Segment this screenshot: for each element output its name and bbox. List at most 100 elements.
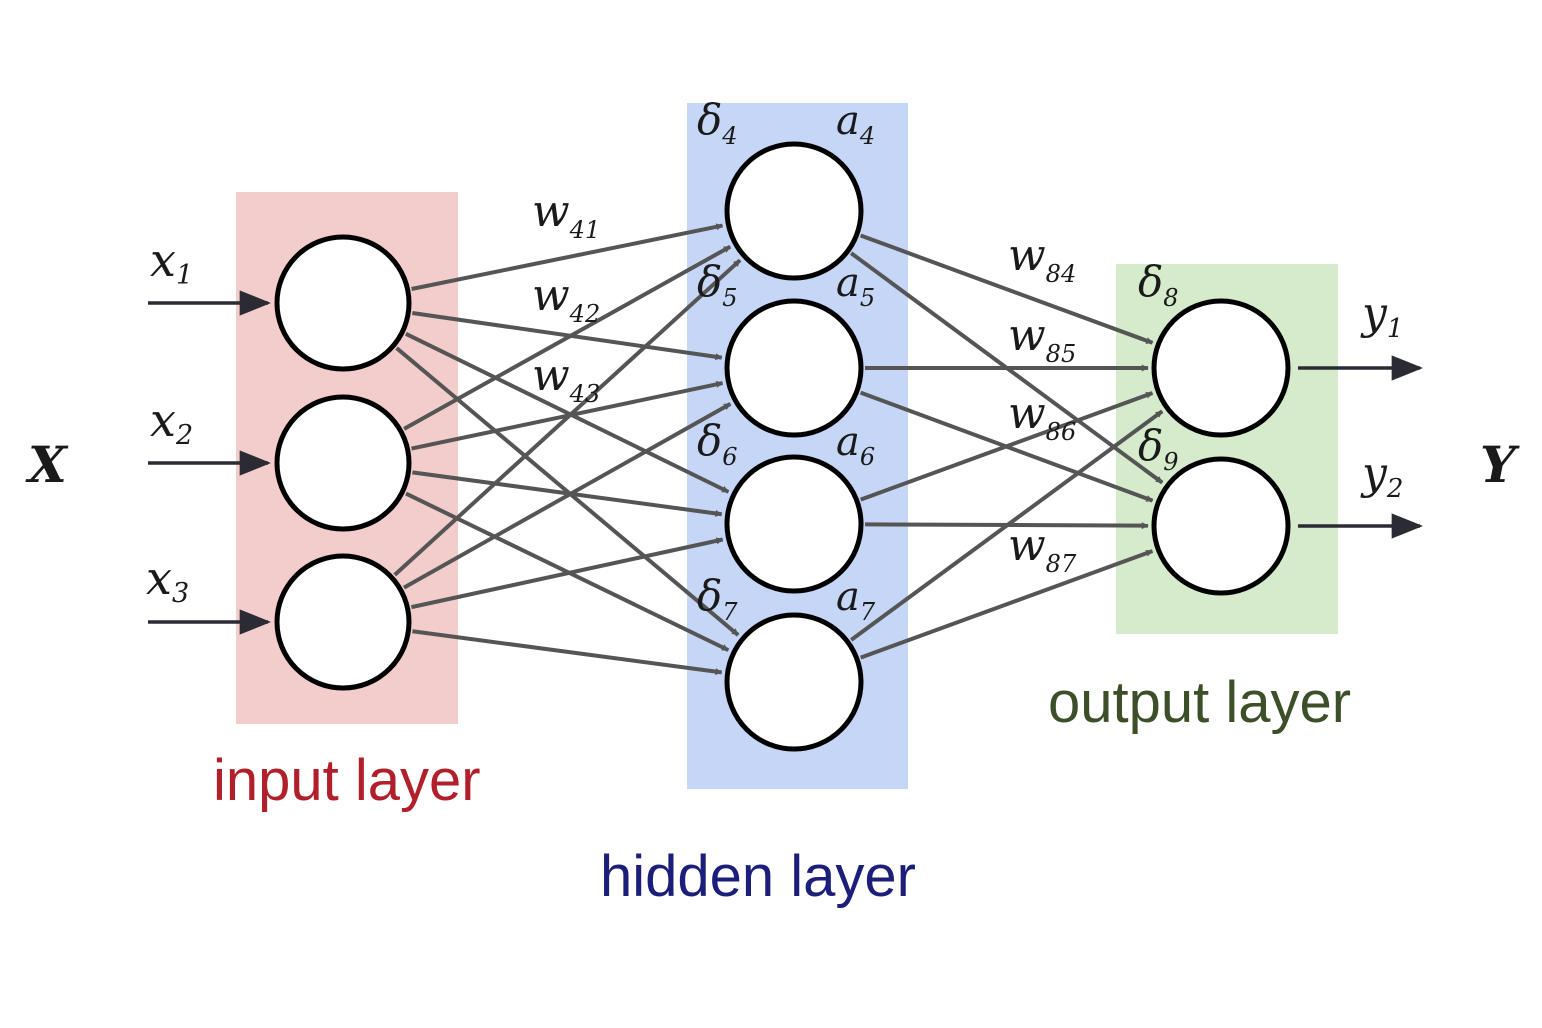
weight-w87-main: w xyxy=(1008,520,1046,571)
output-delta-8: δ8 xyxy=(1138,257,1179,312)
input-label-x2: x2 xyxy=(150,393,193,451)
connection-input-node-1-to-hidden-node-4 xyxy=(411,223,724,291)
input-node-2 xyxy=(274,394,412,532)
hidden-delta-4: δ4 xyxy=(697,95,738,150)
weight-label-w86: w86 xyxy=(1008,388,1076,446)
hidden-node-6 xyxy=(724,454,864,594)
hidden-node-4 xyxy=(724,141,864,281)
hidden-delta-7-sub: 7 xyxy=(722,598,738,626)
input-layer-caption: input layer xyxy=(213,748,481,813)
hidden-act-6-sub: 6 xyxy=(860,443,875,471)
output-vector-label: Y xyxy=(1480,435,1520,494)
weight-w43-main: w xyxy=(532,350,570,401)
weight-w42-sub: 42 xyxy=(569,300,601,328)
output-delta-9-main: δ xyxy=(1138,421,1163,470)
hidden-node-5 xyxy=(724,298,864,438)
weight-w43-sub: 43 xyxy=(569,380,601,408)
output-label-y1: y1 xyxy=(1360,288,1403,344)
weight-w84-sub: 84 xyxy=(1046,260,1077,288)
weight-w85-sub: 85 xyxy=(1046,340,1077,368)
hidden-act-4-main: a xyxy=(836,98,860,144)
hidden-act-5: a5 xyxy=(836,260,875,312)
output-label-y2: y2 xyxy=(1360,448,1403,504)
hidden-act-4-sub: 4 xyxy=(859,122,875,150)
connection-hidden-node-6-to-output-node-8 xyxy=(860,391,1154,502)
hidden-delta-4-sub: 4 xyxy=(721,122,737,150)
hidden-delta-5-sub: 5 xyxy=(722,284,737,312)
hidden-delta-6-main: δ xyxy=(697,416,722,465)
weight-w41-main: w xyxy=(532,186,570,237)
input-label-x3: x3 xyxy=(146,551,189,609)
weight-label-w87: w87 xyxy=(1008,520,1077,578)
output-node-9 xyxy=(1151,456,1291,596)
connection-input-node-3-to-hidden-node-4 xyxy=(393,258,742,577)
hidden-node-7 xyxy=(724,612,864,752)
hidden-layer-caption: hidden layer xyxy=(600,844,916,909)
weight-w42-main: w xyxy=(532,270,570,321)
input-label-x2-sub: 2 xyxy=(175,420,193,451)
output-label-y2-main: y xyxy=(1360,448,1388,499)
hidden-act-6: a6 xyxy=(836,419,875,471)
output-label-y1-sub: 1 xyxy=(1387,314,1404,344)
input-nodes xyxy=(274,234,412,691)
hidden-delta-4-main: δ xyxy=(697,95,722,144)
output-delta-9: δ9 xyxy=(1138,421,1179,476)
weight-w86-sub: 86 xyxy=(1046,418,1077,446)
input-label-x3-main: x xyxy=(146,551,172,605)
output-label-y2-sub: 2 xyxy=(1386,474,1404,504)
input-label-x3-sub: 3 xyxy=(172,578,189,609)
hidden-nodes xyxy=(724,141,864,752)
output-arrows xyxy=(1298,355,1424,539)
connection-input-node-3-to-hidden-node-5 xyxy=(403,402,732,590)
connection-input-node-2-to-hidden-node-6 xyxy=(412,470,723,517)
hidden-act-5-sub: 5 xyxy=(860,284,875,312)
connections xyxy=(393,223,1164,676)
hidden-delta-6: δ6 xyxy=(697,416,738,471)
connection-hidden-node-4-to-output-node-8 xyxy=(859,233,1154,345)
weight-w85-main: w xyxy=(1008,310,1046,361)
hidden-delta-7-main: δ xyxy=(697,571,722,620)
input-node-3 xyxy=(274,553,412,691)
input-node-1 xyxy=(274,234,412,372)
input-arrows xyxy=(148,290,272,635)
weight-w87-sub: 87 xyxy=(1046,550,1077,578)
weight-w41-sub: 41 xyxy=(569,216,601,244)
output-label-y1-main: y xyxy=(1360,288,1388,339)
hidden-act-6-main: a xyxy=(836,419,860,465)
output-node-8 xyxy=(1151,298,1291,438)
output-nodes xyxy=(1151,298,1291,596)
output-delta-8-main: δ xyxy=(1138,257,1163,306)
output-delta-9-sub: 9 xyxy=(1163,448,1178,476)
connection-input-node-2-to-hidden-node-4 xyxy=(403,244,732,431)
output-layer-caption: output layer xyxy=(1048,670,1351,735)
weight-label-w85: w85 xyxy=(1008,310,1076,368)
input-label-x2-main: x xyxy=(150,393,176,447)
weight-w84-main: w xyxy=(1008,230,1046,281)
weight-label-w84: w84 xyxy=(1008,230,1076,288)
connection-hidden-node-7-to-output-node-8 xyxy=(850,409,1164,642)
weight-w86-main: w xyxy=(1008,388,1046,439)
input-label-x1-sub: 1 xyxy=(176,260,193,291)
hidden-delta-6-sub: 6 xyxy=(722,443,737,471)
connection-input-node-3-to-hidden-node-6 xyxy=(410,537,724,610)
input-vector-label: X xyxy=(25,435,69,494)
weight-label-w42: w42 xyxy=(532,270,600,328)
weight-label-w43: w43 xyxy=(532,350,600,408)
connection-input-node-1-to-hidden-node-5 xyxy=(411,311,723,361)
hidden-act-7: a7 xyxy=(836,574,876,626)
input-label-x1-main: x xyxy=(150,233,176,287)
hidden-delta-5-main: δ xyxy=(697,257,722,306)
hidden-act-5-main: a xyxy=(836,260,860,306)
connection-hidden-node-7-to-output-node-9 xyxy=(860,549,1154,660)
hidden-delta-5: δ5 xyxy=(697,257,738,312)
hidden-delta-7: δ7 xyxy=(697,571,738,626)
hidden-act-4: a4 xyxy=(836,98,875,150)
output-delta-8-sub: 8 xyxy=(1163,284,1178,312)
hidden-act-7-sub: 7 xyxy=(860,598,876,626)
input-label-x1: x1 xyxy=(150,233,193,291)
weight-label-w41: w41 xyxy=(532,186,600,244)
hidden-act-7-main: a xyxy=(836,574,860,620)
connection-input-node-3-to-hidden-node-7 xyxy=(412,629,723,676)
connection-input-node-1-to-hidden-node-6 xyxy=(404,332,730,494)
